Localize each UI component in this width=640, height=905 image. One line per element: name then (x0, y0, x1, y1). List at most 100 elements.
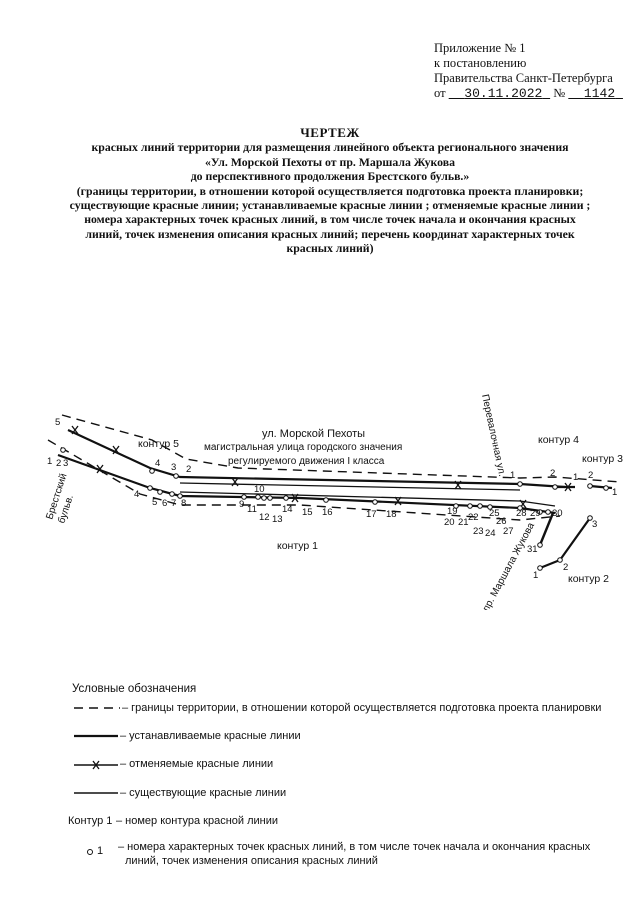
point-label: 9 (239, 499, 244, 510)
legend-established-symbol (74, 734, 118, 738)
point-marker (537, 565, 543, 571)
title-line-3: до перспективного продолжения Брестского… (190, 169, 470, 184)
title-line-7: линий, точек изменения описания красных … (85, 226, 575, 241)
header-line-2: к постановлению (434, 56, 527, 70)
point-label: 23 (473, 526, 484, 537)
header-date-line: от 30.11.2022 № 1142 (434, 86, 623, 101)
point-label: 3 (63, 458, 68, 469)
header-date: 30.11.2022 (464, 86, 543, 101)
legend-contour-text: – номер контура красной линии (116, 815, 279, 827)
header-line-3: Правительства Санкт-Петербурга (434, 71, 613, 85)
title-line-1: красных линий территории для размещения … (91, 140, 569, 155)
legend-point-label: 1 (97, 845, 104, 857)
point-marker (241, 494, 247, 500)
contour-2-label: контур 2 (568, 573, 609, 585)
territory-boundary (61, 414, 621, 483)
legend-boundary-text: – границы территории, в отношении которо… (122, 702, 602, 714)
point-label: 5 (152, 497, 157, 508)
point-label: 3 (592, 519, 597, 530)
legend-boundary-symbol (74, 707, 120, 709)
point-marker (261, 495, 267, 501)
street-desc-1: магистральная улица городского значения (204, 442, 402, 453)
point-label: 20 (444, 517, 455, 528)
point-marker (552, 484, 558, 490)
legend-established-text: – устанавливаемые красные линии (120, 730, 301, 742)
legend: Условные обозначения – границы территори… (0, 675, 640, 905)
point-label: 1 (47, 456, 52, 467)
cancel-mark-3 (96, 464, 104, 474)
contour-1-tail (538, 512, 555, 546)
point-label: 17 (366, 509, 377, 520)
title-line-8: красных линий) (286, 241, 374, 256)
contour-5-label: контур 5 (138, 438, 179, 450)
point-label: 6 (162, 498, 167, 509)
point-label: 5 (55, 417, 60, 428)
legend-existing-text: – существующие красные линии (120, 787, 287, 799)
point-label: 2 (550, 468, 555, 479)
legend-point-text-1: – номера характерных точек красных линий… (118, 841, 591, 853)
point-label: 1 (612, 487, 617, 498)
point-label: 4 (155, 458, 160, 469)
point-marker (60, 447, 66, 453)
point-label: 11 (247, 504, 257, 515)
point-label: 15 (302, 507, 313, 518)
document-title: ЧЕРТЕЖ красных линий территории для разм… (40, 125, 620, 256)
point-label: 4 (134, 489, 139, 500)
cancel-mark-9 (564, 482, 572, 492)
point-label: 7 (171, 498, 176, 509)
legend-contour-label: Контур 1 (68, 815, 113, 827)
cancel-mark-6 (394, 496, 402, 506)
street-name-label: ул. Морской Пехоты (262, 428, 365, 440)
cancel-mark-5 (291, 493, 299, 503)
point-label: 3 (171, 462, 176, 473)
territory-boundary-lower (47, 439, 561, 521)
cancel-mark-4 (231, 477, 239, 487)
point-marker (169, 491, 175, 497)
point-marker (177, 493, 183, 499)
point-label: 2 (588, 470, 593, 481)
point-marker (255, 494, 261, 500)
point-label: 24 (485, 528, 496, 539)
header-no-label: № (553, 86, 566, 100)
point-marker (587, 515, 593, 521)
point-label: 31 (527, 544, 538, 555)
street-pereval-label: Перевалочная ул. (479, 393, 507, 477)
document-header: Приложение № 1 к постановлению Правитель… (434, 41, 623, 101)
cancel-mark-7 (454, 480, 462, 490)
header-number: 1142 (583, 86, 616, 101)
point-label: 2 (563, 562, 568, 573)
point-label: 10 (254, 484, 265, 495)
point-marker (453, 503, 459, 509)
cancel-mark-1 (71, 425, 79, 435)
title-heading: ЧЕРТЕЖ (300, 125, 360, 140)
legend-point-symbol (87, 849, 93, 855)
title-line-2: «Ул. Морской Пехоты от пр. Маршала Жуков… (205, 154, 455, 169)
point-label: 2 (186, 464, 191, 475)
point-marker (283, 495, 289, 501)
point-label: 27 (503, 526, 514, 537)
point-marker (545, 509, 551, 515)
point-label: 18 (386, 509, 397, 520)
street-desc-2: регулируемого движения I класса (228, 456, 385, 467)
title-line-6: номера характерных точек красных линий, … (84, 212, 576, 227)
legend-cancelled-text: – отменяемые красные линии (120, 758, 274, 770)
contour-1-line (57, 453, 556, 515)
point-label: 22 (468, 512, 479, 523)
title-line-4: (границы территории, в отношении которой… (76, 183, 584, 198)
point-marker (537, 542, 543, 548)
legend-existing-symbol (74, 792, 118, 794)
cancel-mark-2 (112, 445, 120, 455)
legend-cancelled-symbol (74, 760, 118, 770)
point-marker (477, 503, 483, 509)
point-label: 26 (496, 516, 507, 527)
point-marker (537, 509, 543, 515)
point-label: 25 (489, 508, 500, 519)
legend-point-text-2: линий, точек изменения описания красных … (125, 855, 378, 867)
title-line-5: существующие красные линии; устанавливае… (69, 198, 591, 213)
point-label: 1 (573, 472, 578, 483)
point-marker (587, 483, 593, 489)
header-from-label: от (434, 86, 446, 100)
red-lines-drawing: ул. Морской Пехоты магистральная улица г… (44, 393, 623, 610)
point-marker (487, 504, 493, 510)
point-marker (557, 557, 563, 563)
